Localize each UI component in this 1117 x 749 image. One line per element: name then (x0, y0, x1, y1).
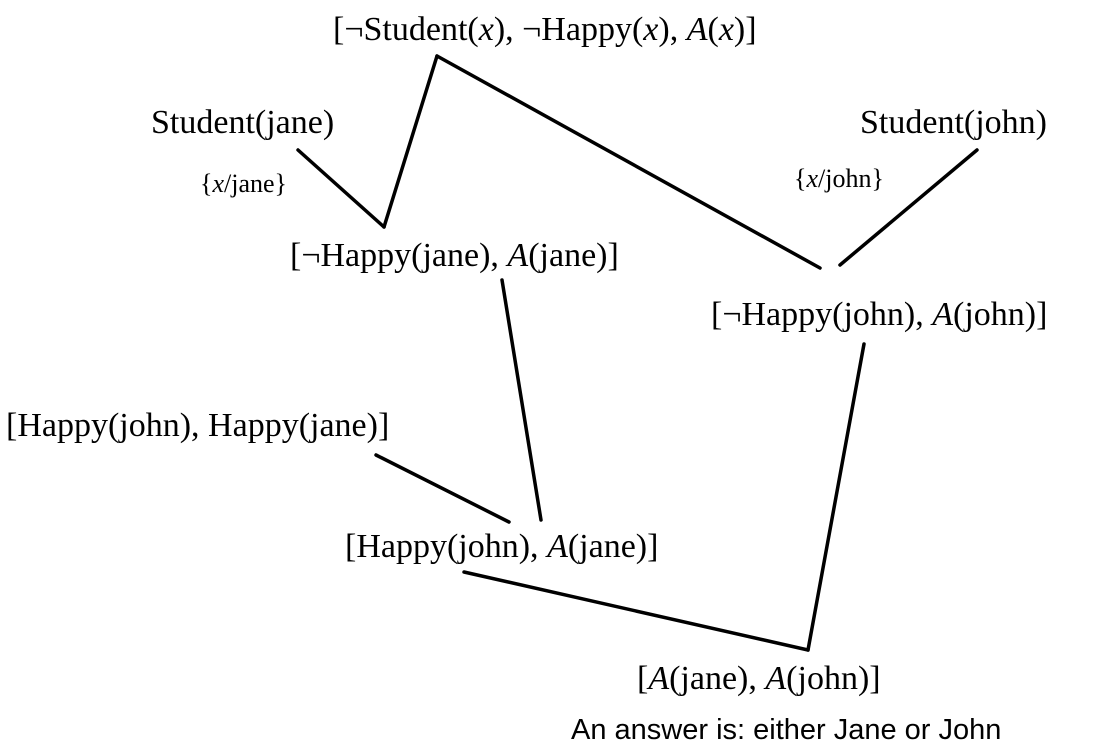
edge-happy-john-or-jane-to-happy-john-a-jane (374, 453, 511, 524)
clause-result-part: [ (637, 660, 649, 697)
clause-not-happy-jane-part: [¬Happy(jane), (290, 237, 508, 274)
clause-happy-john-a-jane-part: (jane)] (567, 528, 659, 565)
clause-not-happy-john-part: [¬Happy(john), (711, 296, 933, 333)
substitution-john: {x/john} (794, 166, 884, 192)
clause-root: [¬Student(x), ¬Happy(x), A(x)] (333, 13, 757, 47)
substitution-john-var: x (806, 164, 819, 193)
clause-result-predicate: A (765, 660, 787, 697)
clause-not-happy-john-predicate: A (932, 296, 954, 333)
clause-root-part: ), ¬Happy( (493, 11, 644, 48)
answer-text: An answer is: either Jane or John (571, 714, 1002, 746)
clause-result-predicate: A (648, 660, 670, 697)
substitution-jane-var: x (212, 169, 225, 198)
clause-root-var: x (718, 11, 734, 48)
clause-student-jane: Student(jane) (151, 104, 335, 141)
clause-root-predicate: A (686, 11, 708, 48)
clause-happy-john-a-jane-part: [Happy(john), (345, 528, 548, 565)
clause-student-john: Student(john) (860, 104, 1047, 141)
clause-root-var: x (478, 11, 494, 48)
substitution-jane: {x/jane} (200, 171, 287, 197)
clause-not-happy-jane: [¬Happy(jane), A(jane)] (290, 239, 619, 273)
clause-not-happy-john: [¬Happy(john), A(john)] (711, 298, 1047, 332)
clause-root-part: [¬Student( (333, 11, 479, 48)
substitution-jane-part: /jane} (224, 169, 288, 198)
clause-result-part: (john)] (786, 660, 881, 697)
clause-root-var: x (643, 11, 659, 48)
substitution-john-part: { (794, 164, 807, 193)
edge-student-john-to-not-happy-john (838, 148, 979, 267)
substitution-john-part: /john} (818, 164, 884, 193)
substitution-jane-part: { (200, 169, 213, 198)
clause-not-happy-jane-part: (jane)] (528, 237, 619, 274)
clause-result-part: (jane), (669, 660, 766, 697)
clause-happy-john-a-jane-predicate: A (547, 528, 568, 565)
clause-happy-john-a-jane: [Happy(john), A(jane)] (345, 530, 658, 564)
edge-root-to-not-happy-jane (382, 54, 439, 229)
edge-root-to-not-happy-john (435, 54, 822, 270)
clause-result: [A(jane), A(john)] (637, 662, 881, 696)
clause-root-part: )] (733, 11, 757, 48)
clause-not-happy-jane-predicate: A (507, 237, 529, 274)
clause-happy-john-or-jane: [Happy(john), Happy(jane)] (6, 407, 390, 444)
edge-happy-john-a-jane-to-result (462, 570, 810, 652)
clause-not-happy-john-part: (john)] (953, 296, 1048, 333)
edge-not-happy-jane-to-happy-john-a-jane (500, 278, 543, 522)
edge-not-happy-john-to-result (806, 342, 866, 652)
clause-root-part: ), (658, 11, 687, 48)
edge-student-jane-to-not-happy-jane (296, 148, 386, 229)
clause-root-part: ( (707, 11, 719, 48)
